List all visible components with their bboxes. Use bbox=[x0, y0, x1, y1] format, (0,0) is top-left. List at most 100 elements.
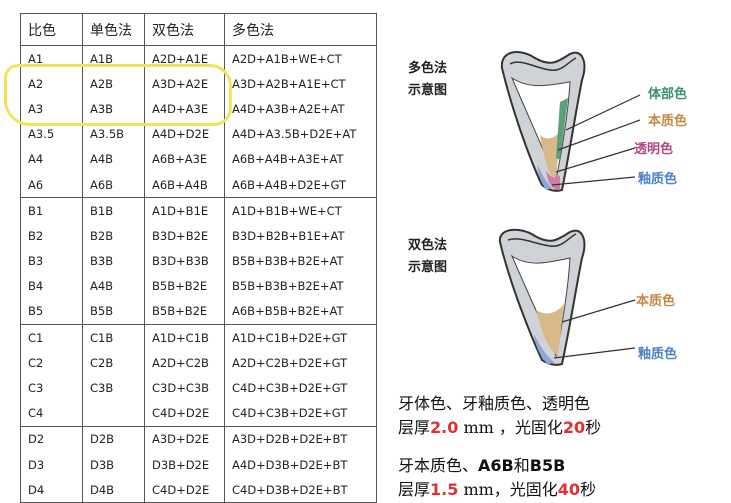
dual-diagram-title: 双色法 示意图 bbox=[408, 235, 447, 279]
cell-multi: A6B+B5B+B2E+AT bbox=[224, 298, 377, 326]
cell-dual: D3B+D2E bbox=[144, 452, 225, 478]
cell-dual: A3D+D2E bbox=[144, 426, 225, 452]
note1-suffix: 秒 bbox=[585, 418, 602, 437]
cell-dual: A2D+C2B bbox=[144, 350, 225, 376]
note2-cure-time: 40 bbox=[557, 480, 581, 499]
cell-single: B2B bbox=[82, 223, 145, 249]
header-multi: 多色法 bbox=[224, 13, 377, 46]
cell-dual: C4D+D2E bbox=[144, 477, 225, 503]
cell-shade: B3 bbox=[20, 248, 83, 274]
cell-single: D3B bbox=[82, 452, 145, 478]
body-layer bbox=[556, 98, 568, 160]
cell-single: A2B bbox=[82, 71, 145, 97]
cell-shade: A2 bbox=[20, 71, 83, 97]
multi-layer-tooth-diagram bbox=[500, 51, 641, 192]
header-shade: 比色 bbox=[20, 13, 83, 46]
cell-single: C2B bbox=[82, 350, 145, 376]
cell-multi: A4D+A3.5B+D2E+AT bbox=[224, 121, 377, 147]
label-dentin-color: 本质色 bbox=[648, 114, 688, 129]
dentin-layer bbox=[540, 132, 560, 180]
label-enamel-color: 釉质色 bbox=[638, 172, 678, 187]
cell-single: A4B bbox=[82, 146, 145, 172]
cell-multi: A2D+C2B+D2E+GT bbox=[224, 350, 377, 376]
label-translucent-color: 透明色 bbox=[634, 142, 674, 157]
cell-single: B1B bbox=[82, 197, 145, 224]
cell-multi: A3D+D2B+D2E+BT bbox=[224, 426, 377, 452]
note2-line2: 层厚1.5 mm，光固化40秒 bbox=[398, 478, 596, 502]
multi-title-line2: 示意图 bbox=[408, 83, 448, 98]
cell-multi: A3D+A2B+A1E+CT bbox=[224, 71, 377, 97]
cell-shade: B4 bbox=[20, 273, 83, 299]
cell-shade: D2 bbox=[20, 426, 83, 452]
enamel-layer bbox=[534, 334, 554, 365]
cell-multi: B5B+B3B+B2E+AT bbox=[224, 248, 377, 274]
cell-dual: B3D+B2E bbox=[144, 223, 225, 249]
cell-single: C1B bbox=[82, 324, 145, 351]
cell-multi: A1D+B1B+WE+CT bbox=[224, 197, 377, 224]
cell-shade: A4 bbox=[20, 146, 83, 172]
note1-line1: 牙体色、牙釉质色、透明色 bbox=[398, 394, 591, 413]
note2-thickness: 1.5 bbox=[430, 480, 459, 499]
dentin-layer bbox=[536, 304, 564, 356]
header-dual: 双色法 bbox=[144, 13, 225, 46]
note2-and: 和 bbox=[513, 456, 530, 475]
cell-single: B3B bbox=[82, 248, 145, 274]
note2-shade-a: A6B bbox=[478, 456, 514, 475]
dual-layer-tooth-diagram bbox=[498, 228, 636, 366]
cell-dual: A1D+C1B bbox=[144, 324, 225, 351]
cell-multi: A4D+A3B+A2E+AT bbox=[224, 96, 377, 122]
note1-prefix: 层厚 bbox=[398, 418, 431, 437]
cell-dual: B3D+B3B bbox=[144, 248, 225, 274]
note2-line1: 牙本质色、A6B和B5B bbox=[398, 454, 596, 478]
note1-cure-time: 20 bbox=[562, 418, 586, 437]
cell-single: B5B bbox=[82, 298, 145, 326]
cell-dual: A6B+A3E bbox=[144, 146, 225, 172]
label-enamel-color: 釉质色 bbox=[638, 347, 678, 362]
cell-single: C3B bbox=[82, 375, 145, 401]
cell-single: D2B bbox=[82, 426, 145, 452]
cell-multi: C4D+C3B+D2E+GT bbox=[224, 375, 377, 401]
label-dentin-color: 本质色 bbox=[636, 294, 676, 309]
cell-dual: C3D+C3B bbox=[144, 375, 225, 401]
cell-multi: C4D+C3B+D2E+GT bbox=[224, 400, 377, 427]
note2-suffix: 秒 bbox=[580, 480, 597, 499]
cell-multi: B3D+B2B+B1E+AT bbox=[224, 223, 377, 249]
cell-shade: A3 bbox=[20, 96, 83, 122]
cell-multi: A4D+D3B+D2E+BT bbox=[224, 452, 377, 478]
note1-thickness: 2.0 bbox=[430, 418, 459, 437]
cell-shade: D3 bbox=[20, 452, 83, 478]
cell-multi: A2D+A1B+WE+CT bbox=[224, 45, 377, 72]
enamel-layer bbox=[537, 165, 552, 190]
note-thin-layers: 牙体色、牙釉质色、透明色 层厚2.0 mm ，光固化20秒 bbox=[398, 392, 601, 440]
cell-single: A6B bbox=[82, 171, 145, 199]
table-header-row: 比色 单色法 双色法 多色法 bbox=[20, 13, 377, 46]
cell-shade: C3 bbox=[20, 375, 83, 401]
cell-shade: B2 bbox=[20, 223, 83, 249]
cell-dual: C4D+D2E bbox=[144, 400, 225, 427]
cell-single: A3B bbox=[82, 96, 145, 122]
cell-shade: B1 bbox=[20, 197, 83, 224]
header-single: 单色法 bbox=[82, 13, 145, 46]
label-body-color: 体部色 bbox=[648, 87, 688, 102]
multi-diagram-title: 多色法 示意图 bbox=[408, 58, 447, 102]
cell-shade: A6 bbox=[20, 171, 83, 199]
note2-line2-prefix: 层厚 bbox=[398, 480, 431, 499]
cell-shade: B5 bbox=[20, 298, 83, 326]
note2-prefix: 牙本质色、 bbox=[398, 456, 479, 475]
cell-dual: A1D+B1E bbox=[144, 197, 225, 224]
